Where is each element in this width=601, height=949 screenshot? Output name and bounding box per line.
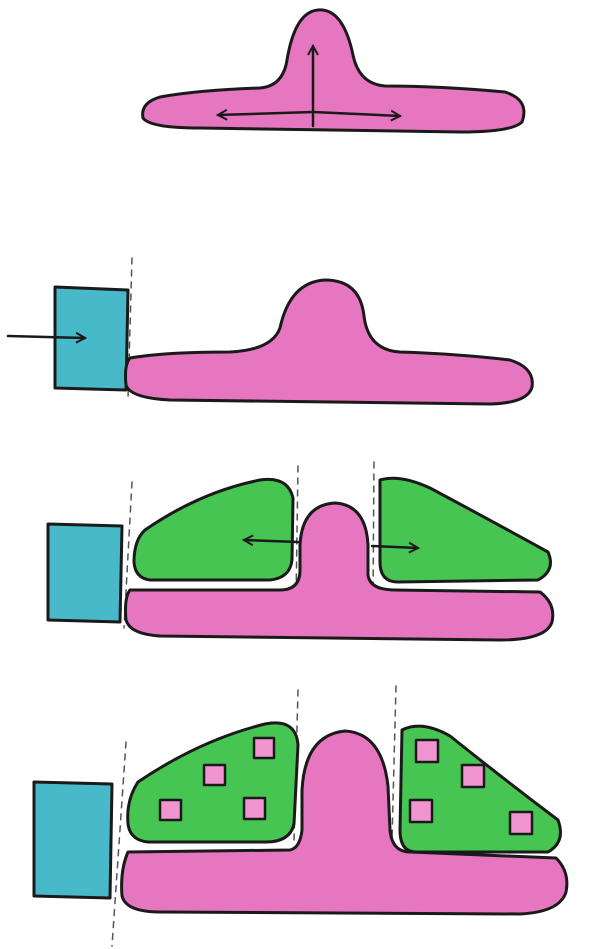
- window-opening: [160, 800, 181, 820]
- stage-2: [8, 258, 532, 404]
- green-wing-left: [134, 479, 293, 580]
- stage-4: [34, 686, 567, 946]
- window-opening: [510, 812, 532, 834]
- dashed-guide: [373, 462, 374, 600]
- cyan-block: [48, 524, 122, 622]
- window-opening: [244, 798, 265, 819]
- window-opening: [410, 800, 432, 822]
- window-opening: [416, 740, 438, 762]
- dashed-guide: [392, 686, 396, 840]
- cyan-block: [34, 782, 112, 898]
- stage-3: [48, 462, 553, 640]
- window-opening: [254, 738, 274, 758]
- pink-mass: [126, 280, 533, 404]
- window-opening: [462, 765, 484, 787]
- window-opening: [204, 765, 225, 785]
- stage-1: [143, 10, 524, 132]
- green-wing-right: [380, 478, 550, 582]
- dashed-guide: [112, 742, 126, 946]
